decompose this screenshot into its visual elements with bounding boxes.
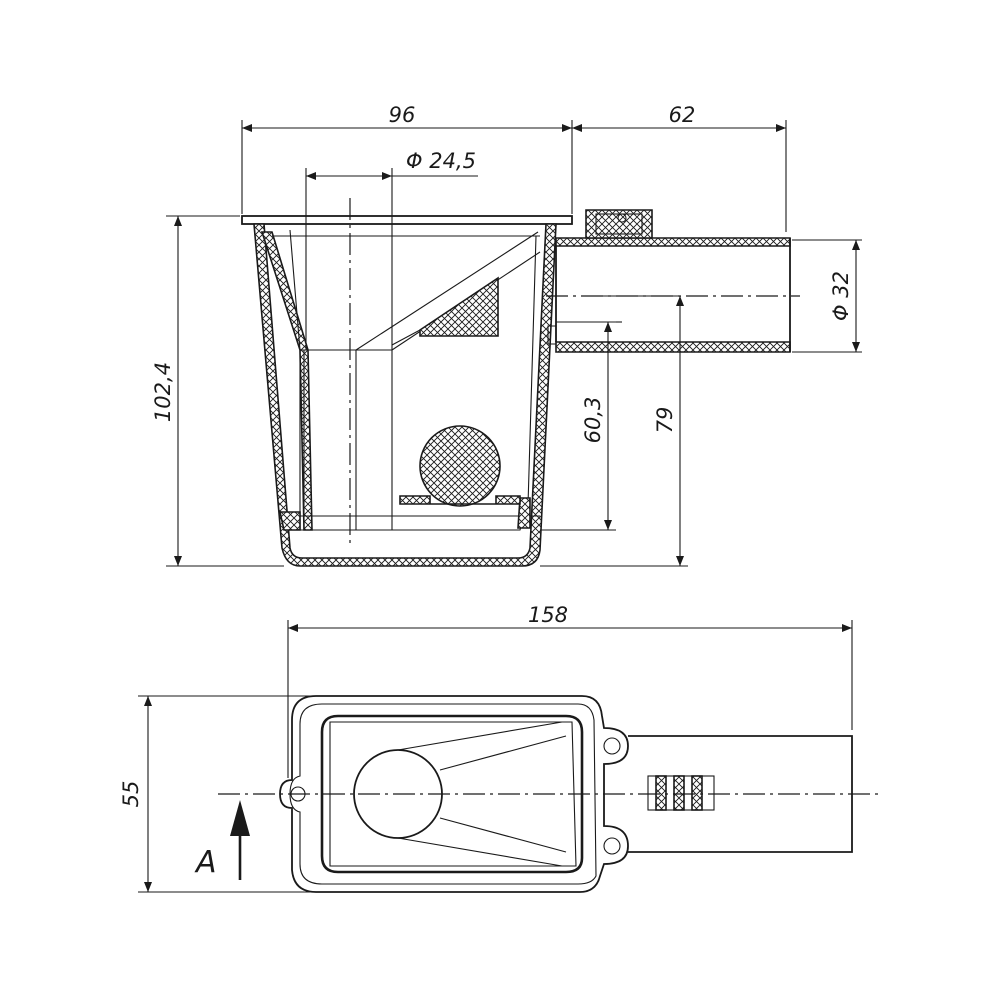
lug-hole-lower (603, 837, 621, 855)
top-dimensions: 158 55 A (119, 603, 853, 893)
baffle-screen (419, 276, 499, 337)
flange-outline (279, 695, 629, 893)
baffle-upper (355, 231, 539, 351)
section-label: A (194, 845, 217, 880)
dim-outlet-diameter: Φ 32 (829, 271, 853, 321)
basket-outline (289, 229, 537, 531)
section-arrow-head (230, 800, 250, 836)
dim-outlet-length: 62 (669, 103, 696, 127)
dim-outlet-center-height: 79 (653, 407, 677, 434)
lug-hole-upper (603, 737, 621, 755)
side-view (241, 198, 800, 567)
grate-inner-line (329, 721, 577, 867)
baffle-link (391, 329, 421, 346)
dim-inner-diameter: Φ 24,5 (406, 149, 476, 173)
bottom-step-right (517, 497, 531, 529)
dim-overall-height: 102,4 (151, 362, 175, 422)
saddle-hole (617, 213, 627, 223)
outlet-pipe-bottom (555, 341, 791, 353)
outlet-pipe-top (555, 237, 791, 247)
outlet-lip (547, 325, 557, 345)
pipe-saddle (585, 209, 653, 239)
funnel-lines (397, 721, 567, 867)
side-dimensions: 96 62 Φ 24,5 102,4 Φ 32 60,3 79 (151, 103, 862, 567)
top-flange (241, 215, 573, 225)
dim-seal-height: 60,3 (581, 397, 605, 444)
dim-total-length: 158 (528, 603, 568, 627)
float-ball (419, 425, 501, 507)
bottom-step-left (279, 511, 301, 531)
flange-inner-outline (289, 703, 597, 885)
ball-seat (399, 495, 521, 505)
top-view (218, 695, 880, 893)
dim-total-width: 55 (119, 781, 143, 808)
dim-top-width: 96 (389, 103, 416, 127)
body-wall (253, 223, 557, 567)
grate-opening (320, 714, 584, 874)
